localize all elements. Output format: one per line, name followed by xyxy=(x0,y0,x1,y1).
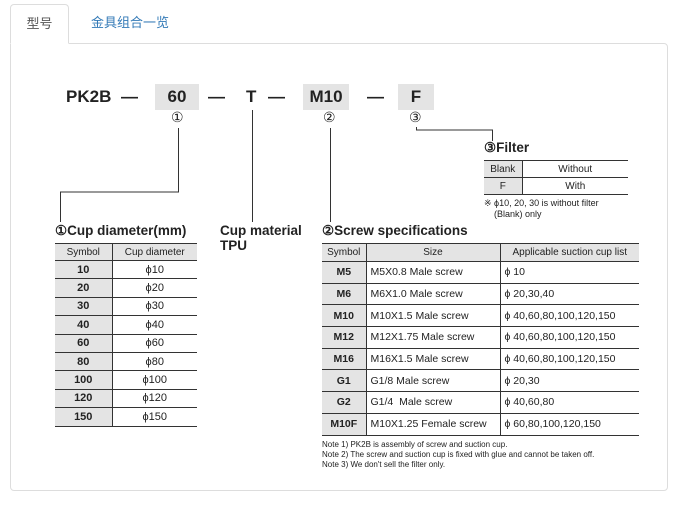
screw-code: M10 xyxy=(303,84,349,110)
filter-title: ③Filter xyxy=(484,140,530,155)
material-value: TPU xyxy=(220,238,247,253)
filter-code: F xyxy=(398,84,434,110)
tab-panel xyxy=(10,43,668,491)
note-2: Note 2) The screw and suction cup is fix… xyxy=(322,450,595,459)
filter-note: ※ ϕ10, 20, 30 is without filter xyxy=(484,198,599,208)
tab-model[interactable]: 型号 xyxy=(10,4,69,44)
cup-title: ①Cup diameter(mm) xyxy=(55,223,187,238)
mark-2: ② xyxy=(323,109,336,125)
note-1: Note 1) PK2B is assembly of screw and su… xyxy=(322,440,508,449)
dash: — xyxy=(208,87,225,106)
mark-3: ③ xyxy=(409,109,422,125)
material-code: T xyxy=(246,87,257,106)
material-title: Cup material xyxy=(220,223,302,238)
mark-1: ① xyxy=(171,109,184,125)
size-code: 60 xyxy=(155,84,199,110)
tab-fittings-list[interactable]: 金具组合一览 xyxy=(90,15,169,30)
note-3: Note 3) We don't sell the filter only. xyxy=(322,460,446,469)
dash: — xyxy=(268,87,285,106)
screw-title: ②Screw specifications xyxy=(322,223,468,238)
dash: — xyxy=(121,87,138,106)
dash: — xyxy=(367,87,384,106)
model-prefix: PK2B xyxy=(66,87,112,106)
filter-note-2: (Blank) only xyxy=(494,209,542,219)
